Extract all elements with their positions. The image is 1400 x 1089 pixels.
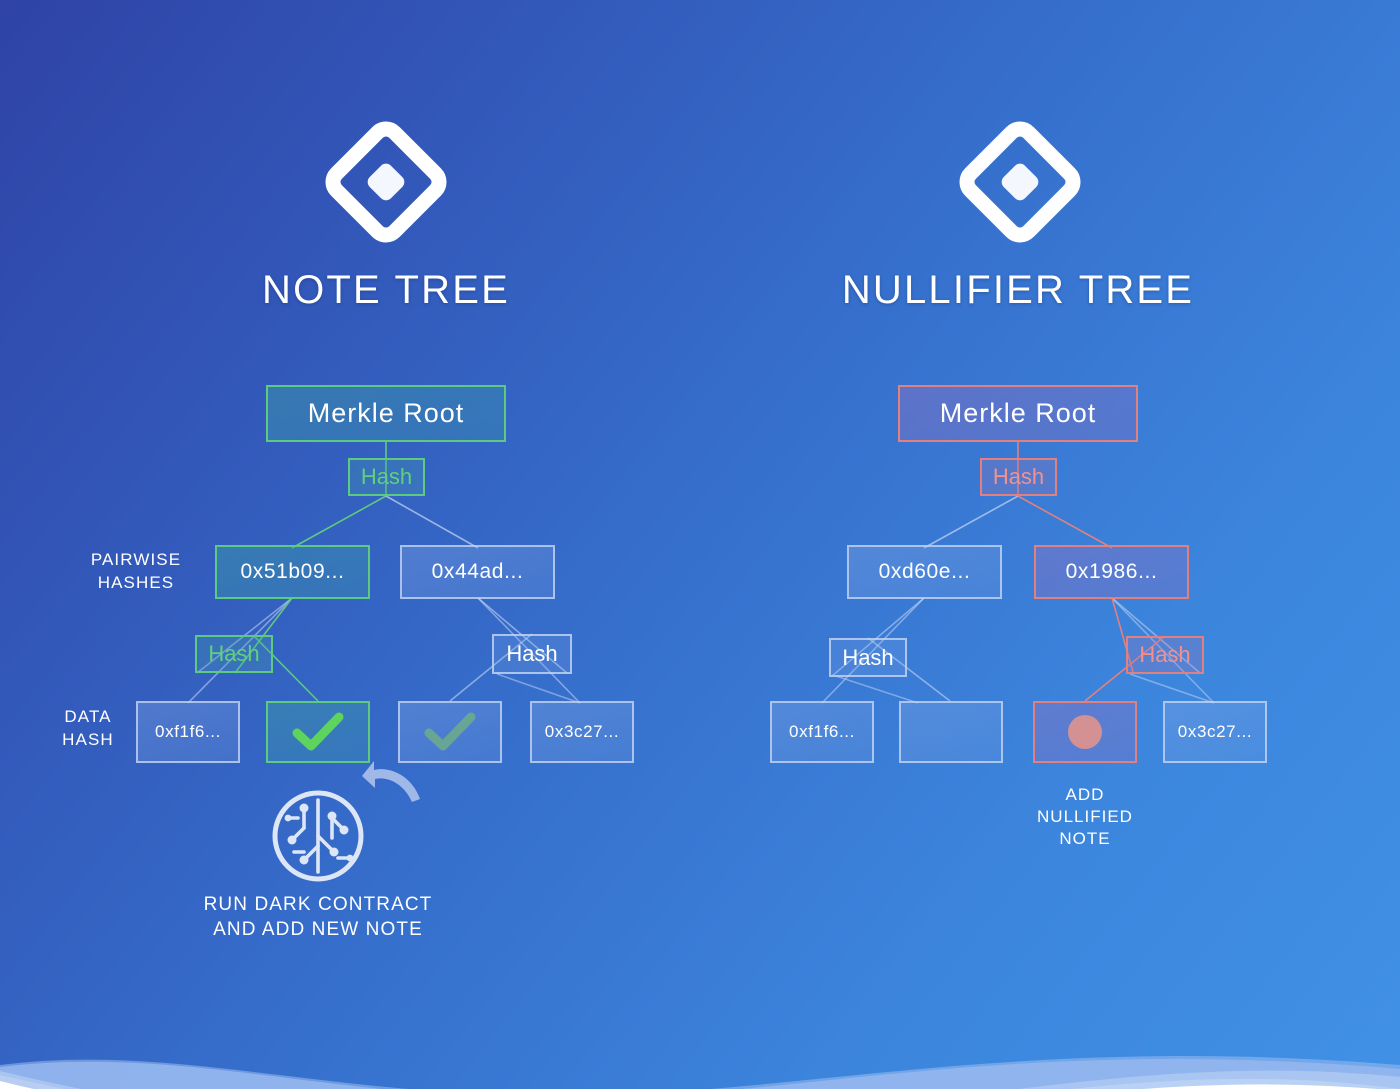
note-tree-leaf-3[interactable]: 0x3c27... (530, 701, 634, 763)
note-tree-level2-hash-chip-1[interactable]: Hash (492, 634, 572, 674)
nullified-note-dot-icon (1068, 715, 1102, 749)
label-data-hash: DATA HASH (62, 707, 114, 749)
note-tree-level2-node-0[interactable]: 0x51b09... (215, 545, 370, 599)
checkmark-icon (292, 712, 344, 751)
curved-arrow-left-icon (362, 761, 420, 802)
nullifier-tree-level2-hash-chip-1[interactable]: Hash (1126, 636, 1204, 674)
circuit-contract-icon (272, 790, 364, 882)
nullifier-tree-title: NULLIFIER TREE (841, 268, 1195, 312)
note-tree-leaf-0[interactable]: 0xf1f6... (136, 701, 240, 763)
nullifier-tree-logo-icon (959, 121, 1081, 243)
nullifier-tree-level2-node-1[interactable]: 0x1986... (1034, 545, 1189, 599)
note-tree-merkle-root[interactable]: Merkle Root (266, 385, 506, 442)
note-tree-root-hash-chip[interactable]: Hash (348, 458, 425, 496)
nullifier-tree-action-caption: ADD NULLIFIED NOTE (1037, 785, 1133, 848)
checkmark-muted-icon (424, 712, 476, 751)
note-tree-leaf-1[interactable] (266, 701, 370, 763)
note-tree-leaf-2[interactable] (398, 701, 502, 763)
note-tree-level2-node-1[interactable]: 0x44ad... (400, 545, 555, 599)
nullifier-tree-level2-node-0[interactable]: 0xd60e... (847, 545, 1002, 599)
label-pairwise-hashes: PAIRWISE HASHES (90, 550, 182, 592)
note-tree-logo-icon (325, 121, 447, 243)
bottom-wave-decoration (0, 1056, 1400, 1089)
nullifier-tree-merkle-root[interactable]: Merkle Root (898, 385, 1138, 442)
note-tree-title: NOTE TREE (262, 268, 510, 312)
nullifier-tree-leaf-3[interactable]: 0x3c27... (1163, 701, 1267, 763)
note-tree-action-caption: RUN DARK CONTRACT AND ADD NEW NOTE (203, 894, 433, 940)
nullifier-tree-level2-hash-chip-0[interactable]: Hash (829, 638, 907, 677)
nullifier-tree-leaf-0[interactable]: 0xf1f6... (770, 701, 874, 763)
nullifier-tree-root-hash-chip[interactable]: Hash (980, 458, 1057, 496)
nullifier-tree-leaf-1[interactable] (899, 701, 1003, 763)
nullifier-tree-leaf-2[interactable] (1033, 701, 1137, 763)
note-tree-level2-hash-chip-0[interactable]: Hash (195, 635, 273, 673)
